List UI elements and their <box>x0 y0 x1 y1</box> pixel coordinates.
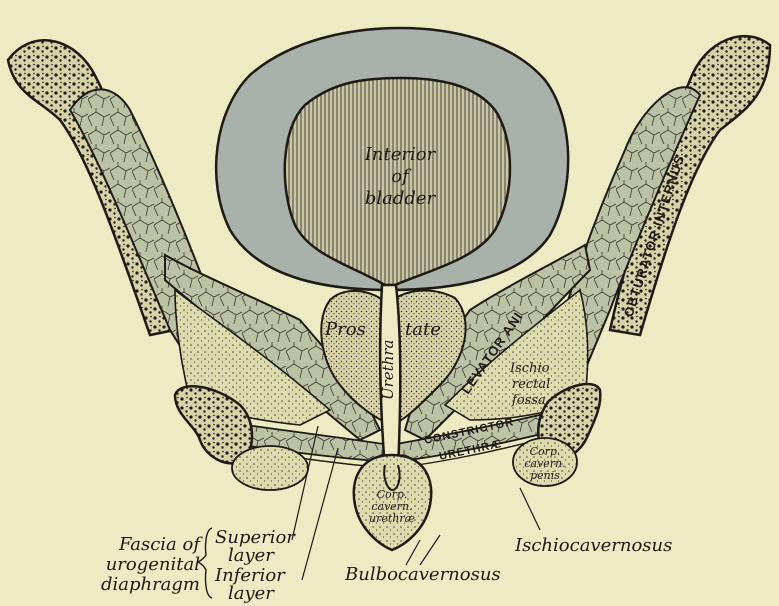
label-fascia-line1: Fascia of <box>118 534 203 555</box>
label-fascia-line2: urogenital <box>106 554 201 575</box>
label-bladder-line1: Interior <box>364 144 437 165</box>
label-urethra: Urethra <box>379 340 397 401</box>
leader-ischiocavernosus <box>520 488 540 530</box>
label-corp-urethrae-line3: urethræ <box>369 512 415 525</box>
label-bulbocavernosus: Bulbocavernosus <box>344 564 501 585</box>
label-ischiorectal-line3: fossa <box>511 393 546 408</box>
label-prostate-left: Pros <box>324 319 366 340</box>
label-corp-penis-line3: penis <box>530 469 560 482</box>
leader-bulbocavernosus-left <box>406 540 420 565</box>
fascia-brace <box>198 528 212 598</box>
label-inferior-layer-line2: layer <box>228 583 275 604</box>
label-ischiocavernosus: Ischiocavernosus <box>514 535 672 556</box>
label-fascia-line3: diaphragm <box>101 574 200 595</box>
label-prostate-right: tate <box>405 319 441 340</box>
label-ischiorectal-line1: Ischio <box>509 361 550 376</box>
left-crus-penis <box>232 446 308 490</box>
label-bladder-line3: bladder <box>365 188 437 209</box>
leader-bulbocavernosus-right <box>420 535 440 565</box>
label-superior-layer-line2: layer <box>228 545 275 566</box>
label-ischiorectal-line2: rectal <box>512 377 550 392</box>
